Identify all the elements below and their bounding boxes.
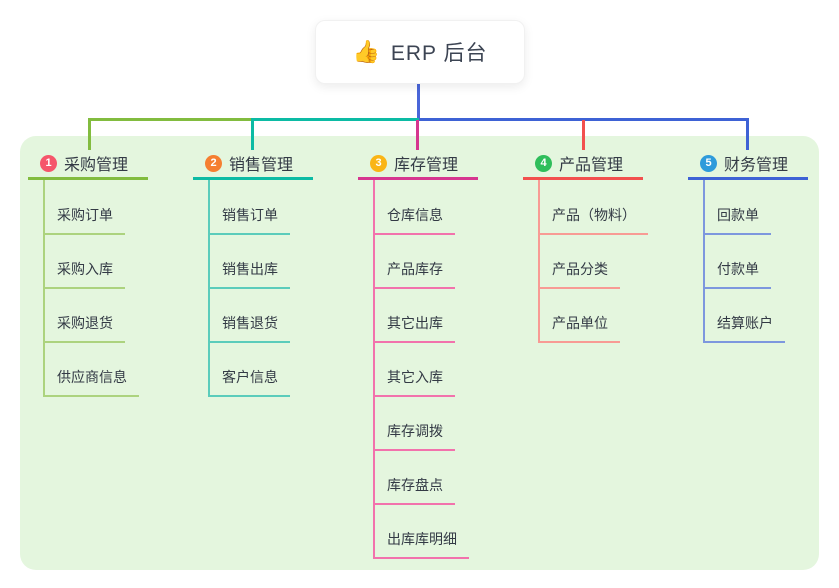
connector-drop-inventory	[416, 120, 419, 150]
child-node-sales-return[interactable]: 销售退货	[208, 312, 290, 343]
branch-topic-inventory[interactable]: 3 库存管理	[358, 148, 478, 178]
root-label: ERP 后台	[390, 42, 488, 65]
child-node-sales-order[interactable]: 销售订单	[208, 204, 290, 235]
child-node-product-stock[interactable]: 产品库存	[373, 258, 455, 289]
branch-underline-finance	[688, 177, 808, 180]
child-node-purchase-order[interactable]: 采购订单	[43, 204, 125, 235]
child-node-purchase-return[interactable]: 采购退货	[43, 312, 125, 343]
child-node-outbound-detail[interactable]: 出库库明细	[373, 528, 469, 559]
child-node-customer-info[interactable]: 客户信息	[208, 366, 290, 397]
branch-badge-3: 3	[370, 154, 387, 172]
child-node-sales-outbound[interactable]: 销售出库	[208, 258, 290, 289]
branch-badge-4: 4	[535, 154, 552, 172]
branch-topic-sales[interactable]: 2 销售管理	[193, 148, 313, 178]
branch-label: 采购管理	[64, 157, 129, 174]
connector-drop-sales	[251, 118, 254, 150]
connector-drop-purchase	[88, 118, 91, 150]
child-node-receipt[interactable]: 回款单	[703, 204, 771, 235]
branch-topic-product[interactable]: 4 产品管理	[523, 148, 643, 178]
root-node[interactable]: 👍 ERP 后台	[315, 20, 525, 84]
branch-label: 财务管理	[724, 157, 789, 174]
branch-underline-purchase	[28, 177, 148, 180]
child-tree-line-inventory	[373, 180, 375, 557]
child-node-product-unit[interactable]: 产品单位	[538, 312, 620, 343]
mindmap-canvas-panel	[20, 136, 819, 570]
branch-badge-5: 5	[700, 154, 717, 172]
child-node-payment[interactable]: 付款单	[703, 258, 771, 289]
child-tree-line-product	[538, 180, 540, 341]
branch-label: 库存管理	[394, 157, 459, 174]
child-node-settlement-account[interactable]: 结算账户	[703, 312, 785, 343]
branch-label: 销售管理	[229, 157, 294, 174]
branch-topic-purchase[interactable]: 1 采购管理	[28, 148, 148, 178]
child-node-product-category[interactable]: 产品分类	[538, 258, 620, 289]
branch-topic-finance[interactable]: 5 财务管理	[688, 148, 808, 178]
branch-underline-sales	[193, 177, 313, 180]
branch-label: 产品管理	[559, 157, 624, 174]
child-node-warehouse-info[interactable]: 仓库信息	[373, 204, 455, 235]
child-node-stock-count[interactable]: 库存盘点	[373, 474, 455, 505]
branch-badge-1: 1	[40, 154, 57, 172]
child-node-other-inbound[interactable]: 其它入库	[373, 366, 455, 397]
child-node-purchase-inbound[interactable]: 采购入库	[43, 258, 125, 289]
connector-bus-sales	[251, 118, 419, 121]
branch-underline-inventory	[358, 177, 478, 180]
branch-badge-2: 2	[205, 154, 222, 172]
child-node-supplier-info[interactable]: 供应商信息	[43, 366, 139, 397]
connector-drop-finance	[746, 118, 749, 150]
thumbs-up-icon: 👍	[352, 39, 381, 64]
child-node-product-material[interactable]: 产品（物料）	[538, 204, 648, 235]
child-node-other-outbound[interactable]: 其它出库	[373, 312, 455, 343]
connector-bus-purchase	[88, 118, 253, 121]
child-node-stock-transfer[interactable]: 库存调拨	[373, 420, 455, 451]
branch-underline-product	[523, 177, 643, 180]
connector-bus-finance	[419, 118, 749, 121]
connector-drop-product	[582, 120, 585, 150]
child-tree-line-finance	[703, 180, 705, 341]
connector-root-drop	[417, 82, 420, 119]
